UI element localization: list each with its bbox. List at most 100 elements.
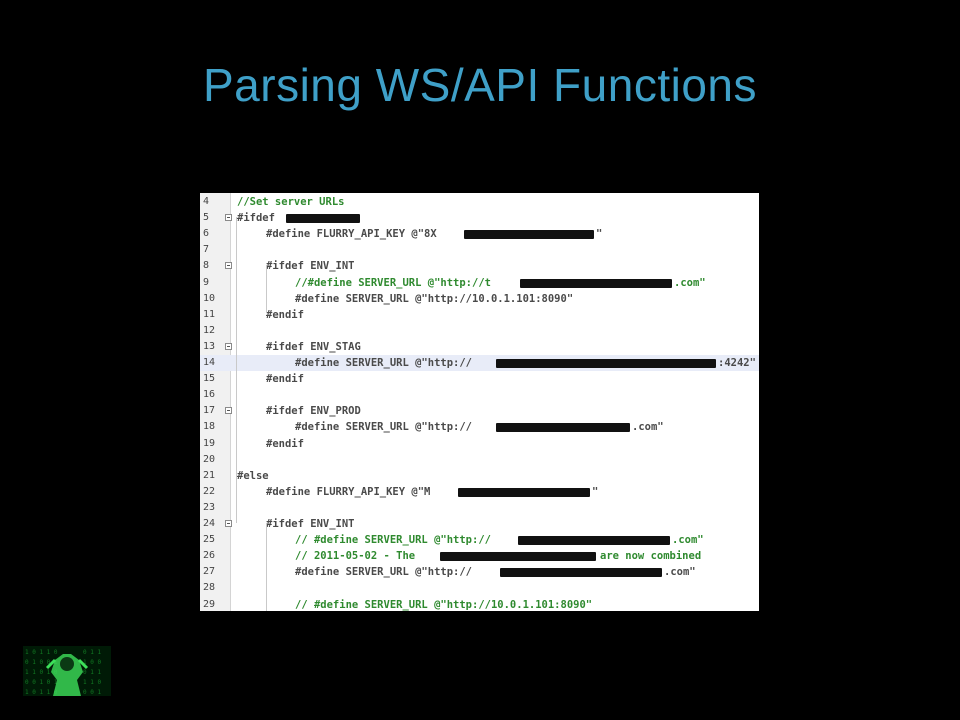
code-line: 12 — [200, 323, 759, 339]
code-line: 7 — [200, 242, 759, 258]
code-text-tail: .com" — [674, 276, 706, 289]
code-text: #endif — [266, 308, 304, 321]
code-text: // 2011-05-02 - The — [295, 550, 416, 563]
redaction-bar — [520, 278, 672, 288]
code-text: #ifdef ENV_PROD — [266, 405, 361, 418]
indent-guide — [266, 523, 267, 611]
line-number: 29 — [203, 598, 216, 610]
fold-toggle-icon[interactable] — [225, 520, 232, 527]
code-text-tail: are now combined — [600, 550, 702, 563]
code-text: #define FLURRY_API_KEY @"8X — [266, 228, 437, 241]
code-line: 14 #define SERVER_URL @"http:// :4242" — [200, 355, 759, 372]
svg-text:1 1 0 1 0: 1 1 0 1 0 — [25, 669, 58, 676]
code-line: 10 #define SERVER_URL @"http://10.0.1.101… — [200, 291, 759, 307]
code-line: 26 // 2011-05-02 - The are now combined — [200, 548, 759, 564]
line-number: 24 — [203, 518, 216, 529]
svg-text:0 1 0 0 1: 0 1 0 0 1 — [25, 659, 58, 666]
code-text: #define SERVER_URL @"http:// — [295, 421, 473, 434]
redaction-bar — [518, 536, 670, 546]
code-line: 17 #ifdef ENV_PROD — [200, 403, 759, 419]
svg-text:1 0 1 1 0: 1 0 1 1 0 — [25, 649, 58, 656]
redaction-bar — [496, 359, 716, 368]
code-line: 20 — [200, 452, 759, 468]
line-number: 26 — [203, 550, 216, 562]
code-text-tail: " — [596, 228, 603, 241]
line-number: 10 — [203, 292, 216, 304]
code-text-tail: .com" — [672, 534, 704, 547]
svg-text:1 0 1 1 0: 1 0 1 1 0 — [25, 689, 58, 696]
fold-toggle-icon[interactable] — [225, 262, 232, 270]
fold-toggle-icon[interactable] — [225, 407, 232, 415]
line-number: 25 — [203, 534, 216, 546]
code-text: //#define SERVER_URL @"http://t — [295, 276, 491, 289]
svg-text:1 0 0: 1 0 0 — [83, 659, 101, 666]
code-line: 22 #define FLURRY_API_KEY @"M " — [200, 484, 759, 500]
line-number: 17 — [203, 405, 216, 417]
redaction-bar — [440, 552, 596, 562]
line-number: 14 — [203, 357, 216, 368]
redaction-bar — [500, 568, 662, 578]
code-text-tail: .com" — [632, 421, 664, 434]
redaction-bar — [464, 230, 594, 240]
code-text: #else — [237, 469, 269, 482]
matrix-figure-logo: 1 0 1 1 0 0 1 0 0 1 1 1 0 1 0 0 0 1 0 1 … — [23, 646, 111, 696]
line-number: 20 — [203, 453, 216, 465]
code-text: // #define SERVER_URL @"http://10.0.1.10… — [295, 598, 593, 611]
line-number: 18 — [203, 421, 216, 433]
line-number: 5 — [203, 212, 210, 224]
redaction-bar — [496, 423, 630, 433]
code-line: 27 #define SERVER_URL @"http:// .com" — [200, 564, 759, 580]
code-editor-screenshot: 4 //Set server URLs 5 #ifdef 6 #define FLURRY… — [200, 193, 759, 611]
fold-toggle-icon[interactable] — [225, 214, 232, 222]
code-line: 8#ifdef ENV_INT — [200, 258, 759, 274]
code-text: #define SERVER_URL @"http://10.0.1.101:8… — [295, 292, 574, 305]
code-line: 9 //#define SERVER_URL @"http://t .com" — [200, 275, 759, 291]
code-line: 16 — [200, 387, 759, 403]
code-text-tail: :4242" — [718, 357, 756, 369]
code-text-tail: .com" — [664, 566, 696, 579]
code-text: #endif — [266, 373, 304, 386]
svg-text:1 1 0: 1 1 0 — [83, 679, 101, 686]
slide-title: Parsing WS/API Functions — [203, 59, 757, 111]
code-text: //Set server URLs — [237, 196, 345, 208]
code-line: 24#ifdef ENV_INT — [200, 516, 759, 532]
code-text-tail: " — [592, 485, 599, 498]
line-number: 8 — [203, 260, 210, 272]
line-number: 12 — [203, 324, 216, 336]
code-line: 21 #else — [200, 468, 759, 484]
fold-toggle-icon[interactable] — [225, 342, 232, 350]
line-number: 6 — [203, 228, 210, 240]
svg-text:0 1 1: 0 1 1 — [83, 649, 101, 656]
line-number: 7 — [203, 244, 210, 256]
code-line: 28 — [200, 580, 759, 596]
redaction-bar — [458, 487, 590, 497]
line-number: 23 — [203, 501, 216, 513]
indent-guide — [236, 217, 237, 523]
code-text: #endif — [266, 437, 304, 450]
line-number: 27 — [203, 566, 216, 578]
code-text: #define SERVER_URL @"http:// — [295, 566, 473, 579]
code-line: 15 #endif — [200, 371, 759, 387]
line-number: 22 — [203, 485, 216, 497]
svg-text:0 1 1: 0 1 1 — [83, 669, 101, 676]
code-text: #define SERVER_URL @"http:// — [295, 357, 473, 369]
indent-guide — [266, 265, 267, 313]
code-text: #ifdef ENV_STAG — [266, 340, 361, 353]
line-number: 13 — [203, 340, 216, 352]
code-line: 18 #define SERVER_URL @"http:// .com" — [200, 419, 759, 435]
code-line: 5 #ifdef — [200, 210, 759, 226]
code-line: 6 #define FLURRY_API_KEY @"8X " — [200, 226, 759, 242]
code-line: 11 #endif — [200, 307, 759, 323]
code-line: 19 #endif — [200, 436, 759, 452]
line-number: 21 — [203, 469, 216, 481]
svg-text:0 0 1 0 1: 0 0 1 0 1 — [25, 679, 58, 686]
code-text: #define FLURRY_API_KEY @"M — [266, 485, 431, 498]
code-text: #ifdef — [237, 212, 275, 225]
code-line: 29 // #define SERVER_URL @"http://10.0.1.… — [200, 597, 759, 612]
line-number: 19 — [203, 437, 216, 449]
line-number: 11 — [203, 308, 216, 320]
line-number: 4 — [203, 196, 210, 207]
line-number: 9 — [203, 276, 210, 288]
code-line: 25// #define SERVER_URL @"http://.com" — [200, 532, 759, 548]
line-number: 15 — [203, 373, 216, 385]
